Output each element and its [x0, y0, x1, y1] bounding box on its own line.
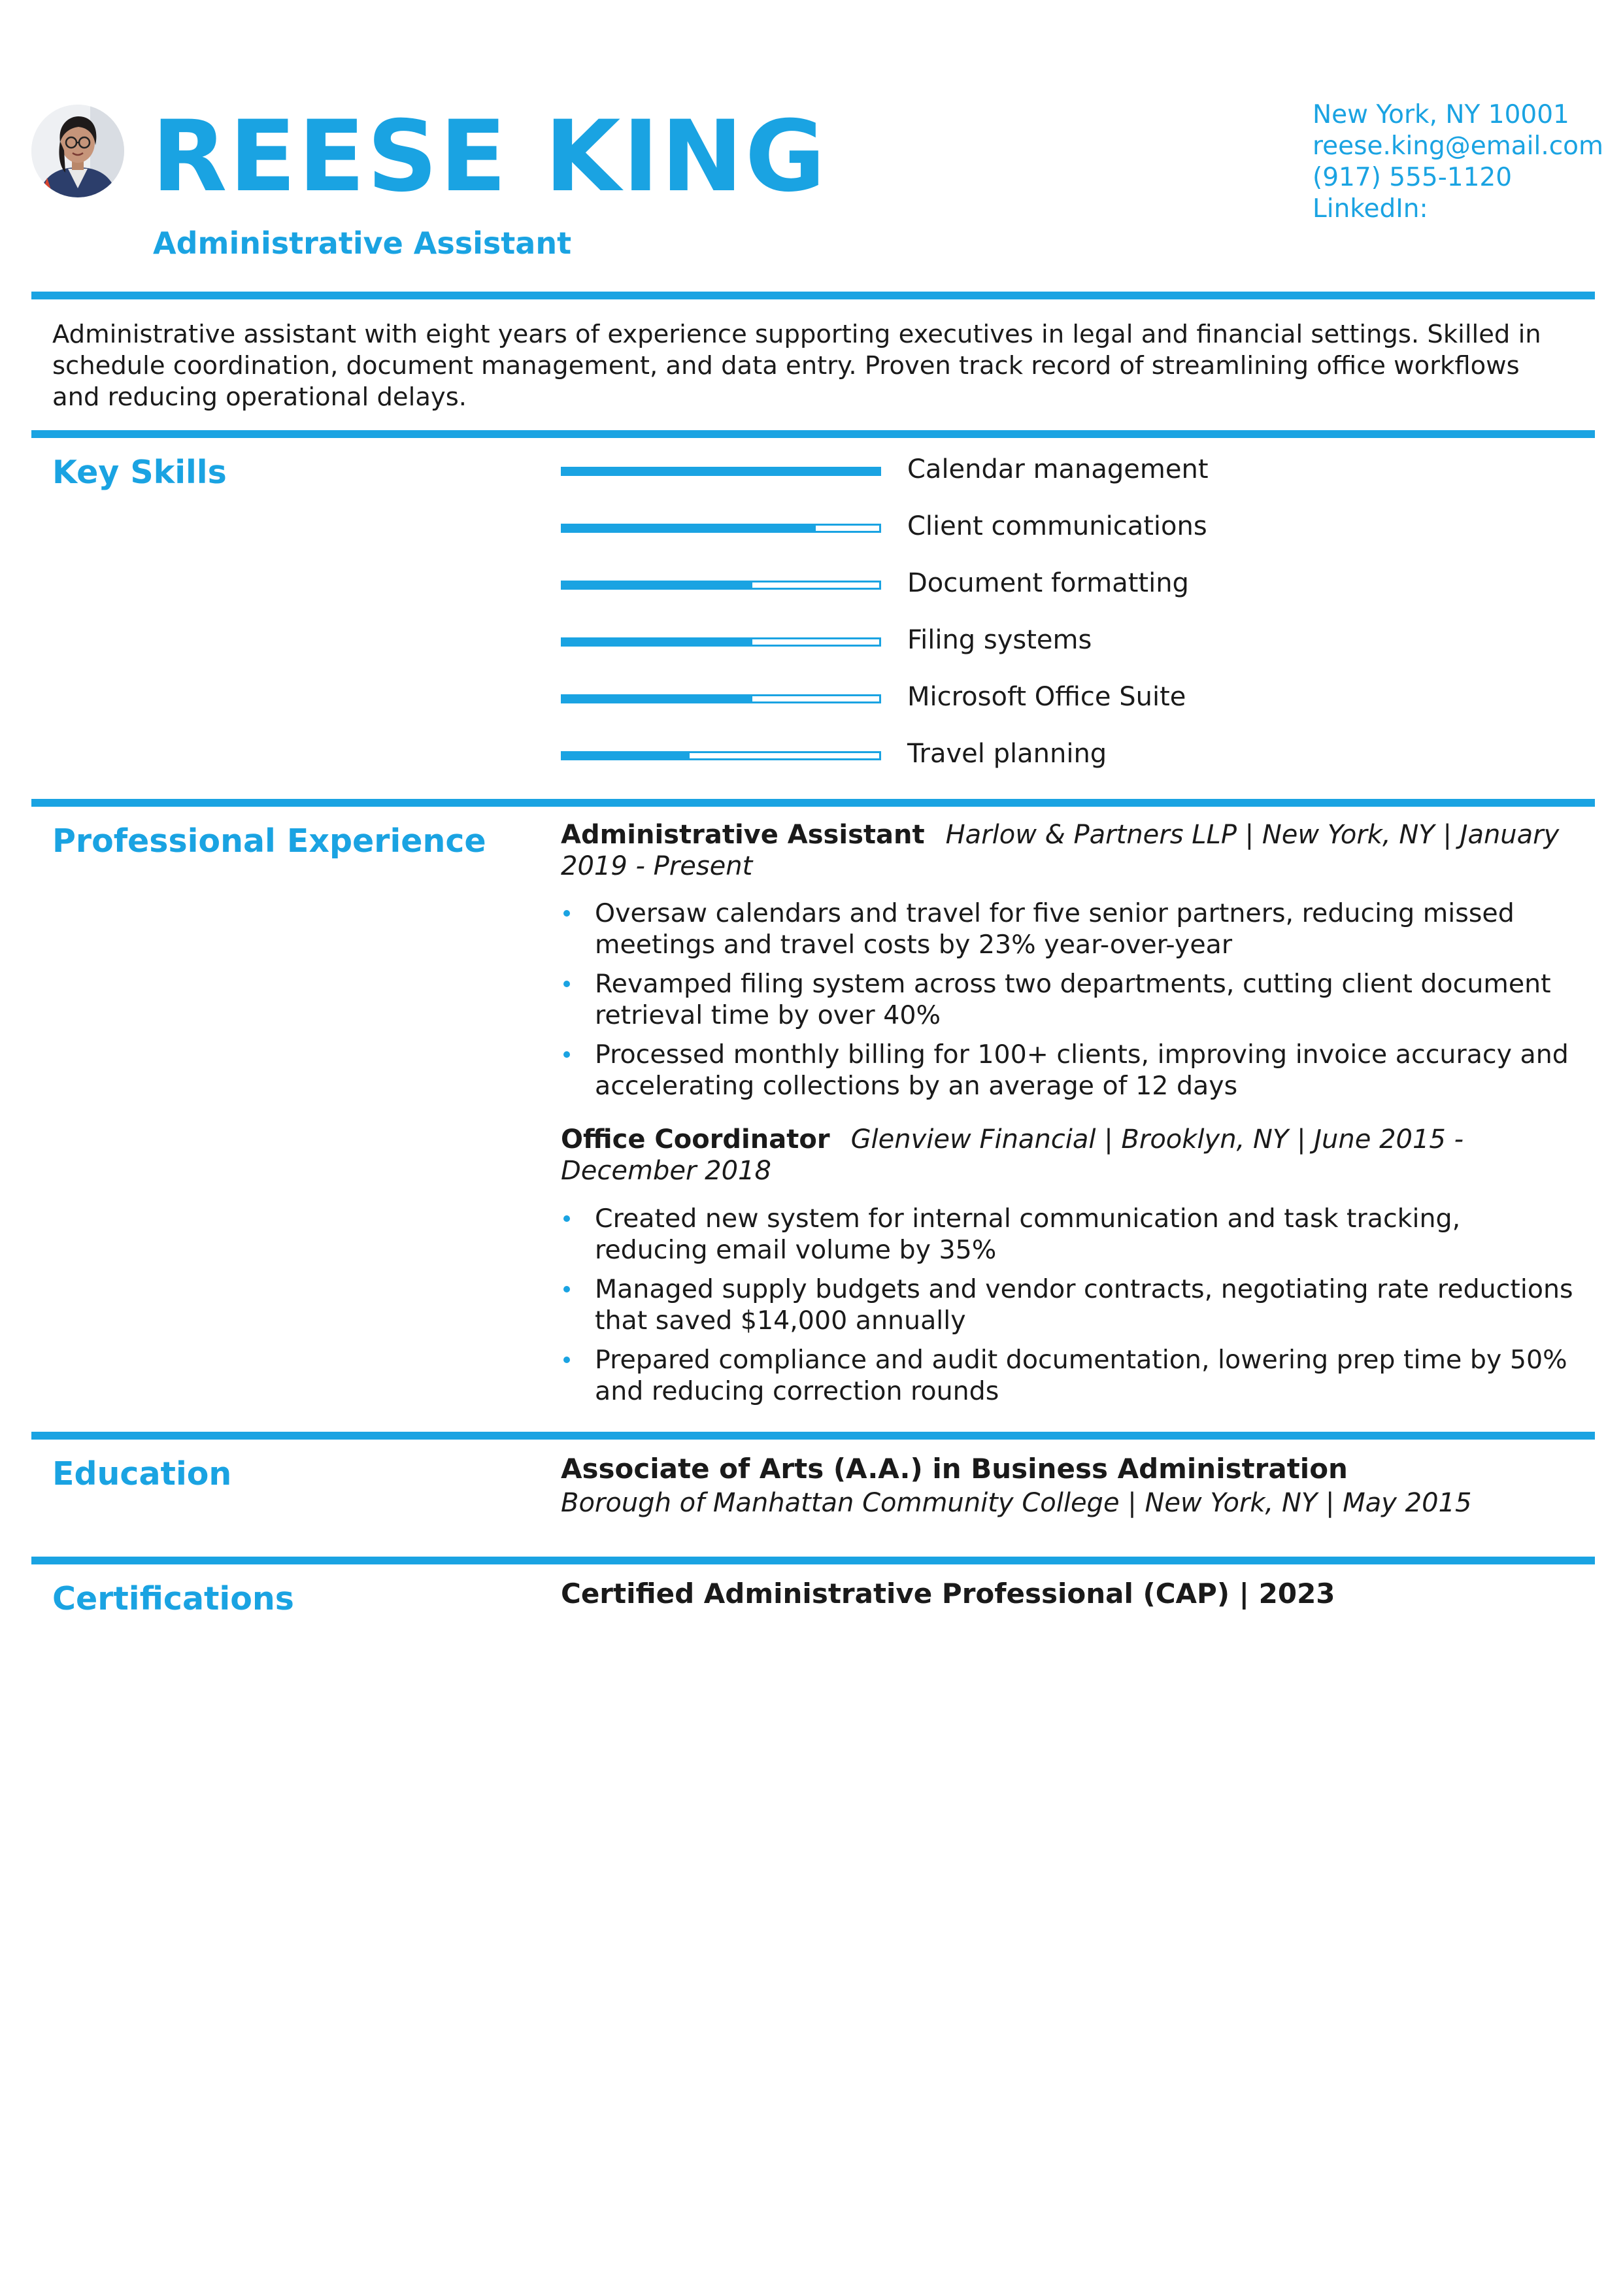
job-role: Administrative Assistant [561, 820, 925, 850]
section-divider [31, 430, 1595, 438]
candidate-title: Administrative Assistant [153, 226, 572, 261]
job-bullets: Created new system for internal communic… [561, 1203, 1581, 1415]
bullet-icon [563, 1051, 570, 1058]
job-bullets: Oversaw calendars and travel for five se… [561, 898, 1581, 1109]
skill-level-bar [561, 467, 881, 476]
section-divider [31, 1557, 1595, 1564]
contact-linkedin[interactable]: LinkedIn: [1313, 194, 1428, 224]
bullet-text: Created new system for internal communic… [595, 1204, 1461, 1265]
list-item: Prepared compliance and audit documentat… [561, 1344, 1581, 1407]
skill-label: Filing systems [907, 625, 1092, 655]
skill-label: Travel planning [907, 739, 1107, 769]
list-item: Revamped filing system across two depart… [561, 968, 1581, 1031]
section-divider [31, 799, 1595, 807]
bullet-icon [563, 1215, 570, 1222]
bullet-icon [563, 910, 570, 917]
profile-photo [31, 105, 124, 197]
professional-summary: Administrative assistant with eight year… [52, 320, 1541, 412]
certifications-heading: Certifications [52, 1580, 294, 1617]
bullet-icon [563, 1357, 570, 1363]
education-degree: Associate of Arts (A.A.) in Business Adm… [561, 1453, 1348, 1485]
skill-level-bar [561, 751, 881, 760]
section-divider [31, 1432, 1595, 1440]
skill-level-bar [561, 581, 881, 590]
contact-location: New York, NY 10001 [1313, 100, 1569, 129]
skill-level-fill [563, 469, 879, 474]
skill-level-bar [561, 524, 881, 533]
job-meta: Harlow & Partners LLP | New York, NY | J… [561, 820, 1560, 881]
skill-level-fill [563, 639, 753, 645]
candidate-name: REESE KING [152, 100, 828, 214]
list-item: Managed supply budgets and vendor contra… [561, 1274, 1581, 1336]
job-role: Office Coordinator [561, 1124, 830, 1155]
contact-email[interactable]: reese.king@email.com [1313, 131, 1604, 161]
profile-photo-illustration [31, 105, 124, 197]
list-item: Oversaw calendars and travel for five se… [561, 898, 1581, 960]
skill-level-fill [563, 696, 753, 701]
skill-level-fill [563, 526, 816, 531]
skill-level-bar [561, 637, 881, 647]
bullet-icon [563, 981, 570, 987]
skill-level-bar [561, 694, 881, 703]
education-detail: Borough of Manhattan Community College |… [561, 1488, 1472, 1518]
skill-label: Document formatting [907, 568, 1189, 598]
bullet-text: Managed supply budgets and vendor contra… [595, 1274, 1573, 1336]
section-divider [31, 292, 1595, 299]
skill-label: Client communications [907, 511, 1207, 541]
skill-label: Calendar management [907, 454, 1209, 484]
contact-info: New York, NY 10001 reese.king@email.com … [1313, 99, 1603, 225]
skill-level-fill [563, 753, 690, 758]
education-heading: Education [52, 1455, 232, 1493]
bullet-text: Prepared compliance and audit documentat… [595, 1345, 1567, 1406]
list-item: Created new system for internal communic… [561, 1203, 1581, 1266]
job-meta: Glenview Financial | Brooklyn, NY | June… [561, 1124, 1464, 1186]
certification-item: Certified Administrative Professional (C… [561, 1578, 1335, 1610]
skill-level-fill [563, 582, 753, 588]
skills-heading: Key Skills [52, 454, 227, 491]
bullet-text: Processed monthly billing for 100+ clien… [595, 1039, 1569, 1101]
experience-heading: Professional Experience [52, 822, 486, 860]
skill-label: Microsoft Office Suite [907, 682, 1186, 712]
list-item: Processed monthly billing for 100+ clien… [561, 1039, 1581, 1102]
contact-phone[interactable]: (917) 555-1120 [1313, 163, 1513, 192]
bullet-text: Revamped filing system across two depart… [595, 969, 1551, 1030]
bullet-text: Oversaw calendars and travel for five se… [595, 898, 1514, 960]
bullet-icon [563, 1286, 570, 1292]
